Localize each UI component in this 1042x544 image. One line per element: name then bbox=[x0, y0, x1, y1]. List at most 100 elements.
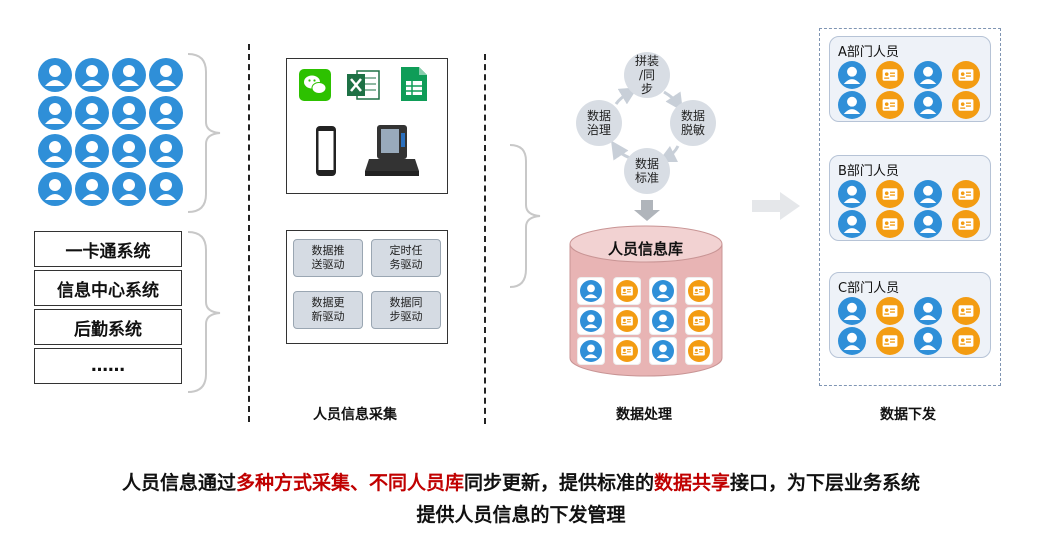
id-card-icon bbox=[686, 338, 712, 364]
system-label: 后勤系统 bbox=[74, 319, 142, 340]
driver-sync: 数据同 步驱动 bbox=[371, 291, 441, 329]
system-box-logistics: 后勤系统 bbox=[34, 309, 182, 345]
person-icon bbox=[578, 308, 604, 334]
system-box-more: …… bbox=[34, 348, 182, 384]
department-title: C部门人员 bbox=[838, 281, 900, 296]
person-icon bbox=[838, 61, 866, 93]
id-card-icon bbox=[876, 180, 904, 212]
processing-brace bbox=[509, 144, 541, 288]
systems-brace bbox=[187, 231, 221, 393]
id-card-icon bbox=[952, 297, 980, 329]
distribution-label: 数据下发 bbox=[880, 407, 936, 423]
person-icon bbox=[650, 308, 676, 334]
person-icon bbox=[650, 338, 676, 364]
distribution-frame bbox=[819, 28, 1001, 386]
right-arrow-icon bbox=[752, 192, 800, 220]
system-label: 信息中心系统 bbox=[57, 280, 159, 301]
person-icon bbox=[914, 297, 942, 329]
database-cylinder bbox=[569, 225, 723, 377]
system-label: …… bbox=[91, 356, 125, 376]
person-icon bbox=[149, 172, 183, 210]
department-b: B部门人员 bbox=[829, 155, 991, 241]
face-terminal-icon bbox=[365, 125, 419, 176]
id-card-icon bbox=[876, 61, 904, 93]
person-icon bbox=[578, 278, 604, 304]
department-a: A部门人员 bbox=[829, 36, 991, 122]
divider-left bbox=[248, 44, 250, 422]
person-icon bbox=[38, 172, 72, 210]
id-card-icon bbox=[614, 338, 640, 364]
summary-seg: 人员信息通过 bbox=[121, 472, 236, 494]
id-card-icon bbox=[952, 61, 980, 93]
person-icon bbox=[838, 327, 866, 359]
person-icon bbox=[838, 297, 866, 329]
summary-highlight: 数据共享 bbox=[654, 472, 731, 494]
id-card-icon bbox=[876, 91, 904, 123]
person-icon bbox=[578, 338, 604, 364]
person-icon bbox=[112, 134, 146, 172]
department-title: B部门人员 bbox=[838, 164, 899, 179]
driver-panel: 数据推 送驱动 定时任 务驱动 数据更 新驱动 数据同 步驱动 bbox=[286, 230, 448, 344]
person-icon bbox=[112, 96, 146, 134]
person-icon bbox=[149, 96, 183, 134]
id-card-icon bbox=[952, 180, 980, 212]
person-icon bbox=[914, 61, 942, 93]
department-title: A部门人员 bbox=[838, 45, 899, 60]
driver-timed: 定时任 务驱动 bbox=[371, 239, 441, 277]
person-icon bbox=[149, 134, 183, 172]
id-card-icon bbox=[686, 308, 712, 334]
person-icon bbox=[914, 91, 942, 123]
person-icon bbox=[75, 58, 109, 96]
summary-seg: 接口，为下层业务系统 bbox=[730, 472, 921, 494]
id-card-icon bbox=[876, 327, 904, 359]
divider-middle bbox=[484, 54, 486, 424]
person-icon bbox=[149, 58, 183, 96]
cycle-govern: 数据 治理 bbox=[576, 100, 622, 146]
id-card-icon bbox=[614, 278, 640, 304]
id-card-icon bbox=[686, 278, 712, 304]
collection-label: 人员信息采集 bbox=[313, 407, 397, 423]
device-panel bbox=[286, 58, 448, 194]
id-card-icon bbox=[952, 327, 980, 359]
id-card-icon bbox=[876, 297, 904, 329]
person-icon bbox=[112, 58, 146, 96]
processing-label: 数据处理 bbox=[616, 407, 672, 423]
system-box-card: 一卡通系统 bbox=[34, 231, 182, 267]
person-icon bbox=[914, 327, 942, 359]
people-brace bbox=[187, 53, 221, 213]
person-icon bbox=[38, 58, 72, 96]
person-icon bbox=[914, 210, 942, 242]
system-box-info-center: 信息中心系统 bbox=[34, 270, 182, 306]
department-c: C部门人员 bbox=[829, 272, 991, 358]
cycle-desensitize: 数据 脱敏 bbox=[670, 100, 716, 146]
cycle-standardize: 数据 标准 bbox=[624, 148, 670, 194]
person-icon bbox=[650, 278, 676, 304]
id-card-icon bbox=[876, 210, 904, 242]
driver-push: 数据推 送驱动 bbox=[293, 239, 363, 277]
id-card-icon bbox=[614, 308, 640, 334]
id-card-icon bbox=[952, 210, 980, 242]
summary-highlight: 多种方式采集、不同人员库 bbox=[235, 472, 464, 494]
driver-update: 数据更 新驱动 bbox=[293, 291, 363, 329]
cycle-arrows bbox=[611, 87, 683, 163]
person-icon bbox=[838, 180, 866, 212]
down-arrow-icon bbox=[634, 200, 660, 221]
system-label: 一卡通系统 bbox=[65, 241, 151, 262]
person-icon bbox=[75, 172, 109, 210]
summary-line-1: 人员信息通过多种方式采集、不同人员库同步更新，提供标准的数据共享接口，为下层业务… bbox=[0, 468, 1042, 495]
person-icon bbox=[38, 134, 72, 172]
person-icon bbox=[75, 96, 109, 134]
person-icon bbox=[838, 210, 866, 242]
wechat-icon bbox=[299, 69, 331, 101]
phone-icon bbox=[316, 126, 336, 176]
person-icon bbox=[112, 172, 146, 210]
cycle-assemble-sync: 拼装 /同 步 bbox=[624, 52, 670, 98]
database-title: 人员信息库 bbox=[608, 240, 684, 258]
excel-icon bbox=[347, 70, 380, 100]
summary-line-2: 提供人员信息的下发管理 bbox=[416, 504, 626, 526]
person-icon bbox=[914, 180, 942, 212]
person-icon bbox=[75, 134, 109, 172]
id-card-icon bbox=[952, 91, 980, 123]
person-icon bbox=[38, 96, 72, 134]
summary-seg: 同步更新，提供标准的 bbox=[463, 472, 654, 494]
